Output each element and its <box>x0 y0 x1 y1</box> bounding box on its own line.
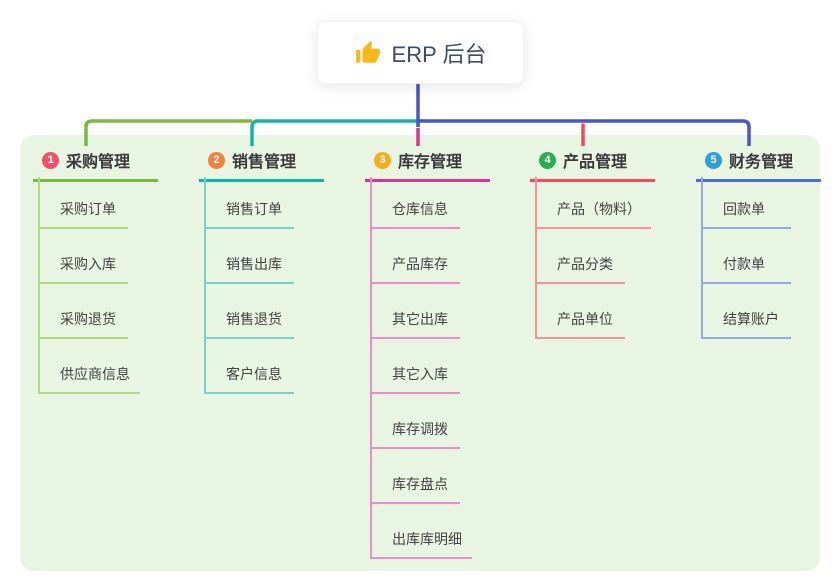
branch-number-badge: 5 <box>705 151 722 169</box>
mindmap-item[interactable]: 产品（物料） <box>537 177 651 229</box>
mindmap-item[interactable]: 销售退货 <box>206 284 294 339</box>
branch-title: 采购管理 <box>66 154 131 171</box>
branches-panel <box>20 135 820 571</box>
mindmap-item[interactable]: 结算账户 <box>703 284 791 339</box>
branch-title: 库存管理 <box>398 154 463 171</box>
branch-title: 财务管理 <box>729 154 794 171</box>
branch-item-list: 采购订单采购入库采购退货供应商信息 <box>38 177 140 394</box>
branch-title: 销售管理 <box>232 154 297 171</box>
branch-number-badge: 2 <box>208 151 225 169</box>
mindmap-item[interactable]: 库存调拨 <box>372 394 460 449</box>
mindmap-item[interactable]: 采购订单 <box>40 177 128 229</box>
mindmap-item[interactable]: 仓库信息 <box>372 177 460 229</box>
root-node[interactable]: ERP 后台 <box>317 21 524 84</box>
mindmap-item[interactable]: 其它入库 <box>372 339 460 394</box>
branch-item-list: 销售订单销售出库销售退货客户信息 <box>204 177 294 394</box>
mindmap-item[interactable]: 供应商信息 <box>40 339 140 394</box>
mindmap-item[interactable]: 客户信息 <box>206 339 294 394</box>
mindmap-item[interactable]: 采购退货 <box>40 284 128 339</box>
mindmap-item[interactable]: 库存盘点 <box>372 449 460 504</box>
mindmap-item[interactable]: 销售订单 <box>206 177 294 229</box>
mindmap-item[interactable]: 销售出库 <box>206 229 294 284</box>
mindmap-item[interactable]: 产品单位 <box>537 284 625 339</box>
thumbs-up-shape <box>355 40 380 63</box>
branch-node[interactable]: 4 产品管理 <box>530 146 655 182</box>
mindmap-item[interactable]: 产品分类 <box>537 229 625 284</box>
mindmap-item[interactable]: 其它出库 <box>372 284 460 339</box>
branch-number-badge: 4 <box>539 151 556 169</box>
mindmap-item[interactable]: 出库库明细 <box>372 504 472 559</box>
branch-number-badge: 1 <box>42 151 59 169</box>
branch-node[interactable]: 3 库存管理 <box>365 146 490 182</box>
mindmap-item[interactable]: 采购入库 <box>40 229 128 284</box>
branch-item-list: 仓库信息产品库存其它出库其它入库库存调拨库存盘点出库库明细 <box>370 177 472 559</box>
root-node-label: ERP 后台 <box>391 41 487 67</box>
branch-node[interactable]: 1 采购管理 <box>33 146 158 182</box>
mindmap-item[interactable]: 产品库存 <box>372 229 460 284</box>
mindmap-item[interactable]: 付款单 <box>703 229 791 284</box>
branch-node[interactable]: 2 销售管理 <box>199 146 324 182</box>
branch-number-badge: 3 <box>374 151 391 169</box>
branch-item-list: 回款单付款单结算账户 <box>701 177 791 339</box>
branch-item-list: 产品（物料）产品分类产品单位 <box>535 177 651 339</box>
mindmap-item[interactable]: 回款单 <box>703 177 791 229</box>
thumbs-up-icon <box>355 40 380 63</box>
branch-title: 产品管理 <box>563 154 628 171</box>
branch-node[interactable]: 5 财务管理 <box>696 146 821 182</box>
